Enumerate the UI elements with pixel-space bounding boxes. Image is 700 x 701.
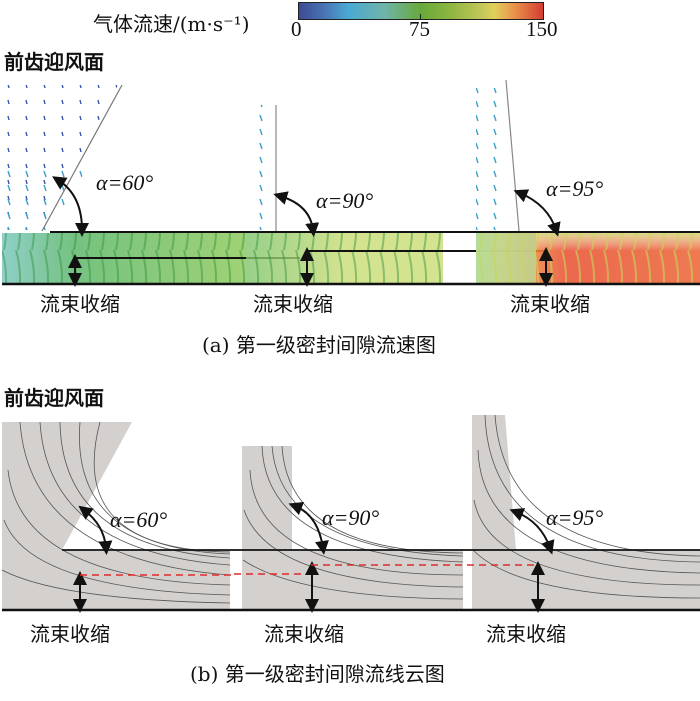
panel-a-angle-label-95: α=95° [546, 176, 604, 201]
panel-b-angle-label-95: α=95° [546, 505, 604, 530]
panel-b-case-60 [1, 421, 231, 613]
colorbar-min-label: 0 [291, 17, 302, 41]
panel-a-caption: (a) 第一级密封间隙流速图 [202, 333, 436, 357]
colorbar-mid-label: 75 [409, 17, 430, 41]
panel-a-angle-label-60: α=60° [96, 170, 154, 195]
panel-a-contraction-label-2: 流束收缩 [253, 292, 333, 316]
panel-a-case-95 [476, 79, 700, 287]
angle-arc-90 [288, 502, 329, 555]
panel-b-angle-label-60: α=60° [110, 507, 168, 532]
fluid-domain [2, 422, 230, 609]
panel-a-front-face-label: 前齿迎风面 [4, 50, 104, 74]
colorbar-mid-tick [420, 14, 421, 19]
colorbar-max-label: 150 [526, 17, 558, 41]
panel-b-case-95 [472, 414, 700, 613]
fluid-domain [472, 415, 700, 609]
velocity-vectors-upstream [245, 105, 263, 230]
angle-arc-60 [52, 176, 89, 237]
panel-a-case-60 [2, 84, 300, 287]
panel-a-angle-label-90: α=90° [316, 188, 374, 213]
velocity-vectors-upstream [476, 88, 510, 230]
panel-b-front-face-label: 前齿迎风面 [4, 386, 104, 410]
panel-b-contraction-label-2: 流束收缩 [264, 622, 344, 646]
gap-flow-vectors [246, 233, 443, 283]
panel-a-case-90 [245, 105, 546, 287]
panel-a-contraction-label-3: 流束收缩 [510, 292, 590, 316]
panel-b-contraction-label-3: 流束收缩 [486, 622, 566, 646]
panel-b-caption: (b) 第一级密封间隙流线云图 [190, 662, 445, 686]
colorbar-label: 气体流速/(m·s⁻¹) [93, 12, 250, 36]
fluid-domain [242, 446, 463, 609]
colorbar [298, 2, 544, 20]
angle-arc-60 [78, 505, 113, 555]
panel-b-case-90 [242, 445, 464, 613]
panel-b-angle-label-90: α=90° [322, 505, 380, 530]
angle-arc-95 [513, 189, 561, 237]
panel-a-contraction-label-1: 流束收缩 [40, 292, 120, 316]
panel-b-contraction-label-1: 流束收缩 [30, 622, 110, 646]
angle-arc-90 [273, 191, 320, 237]
gap-flow-vectors [476, 233, 700, 283]
angle-arc-95 [509, 508, 555, 555]
